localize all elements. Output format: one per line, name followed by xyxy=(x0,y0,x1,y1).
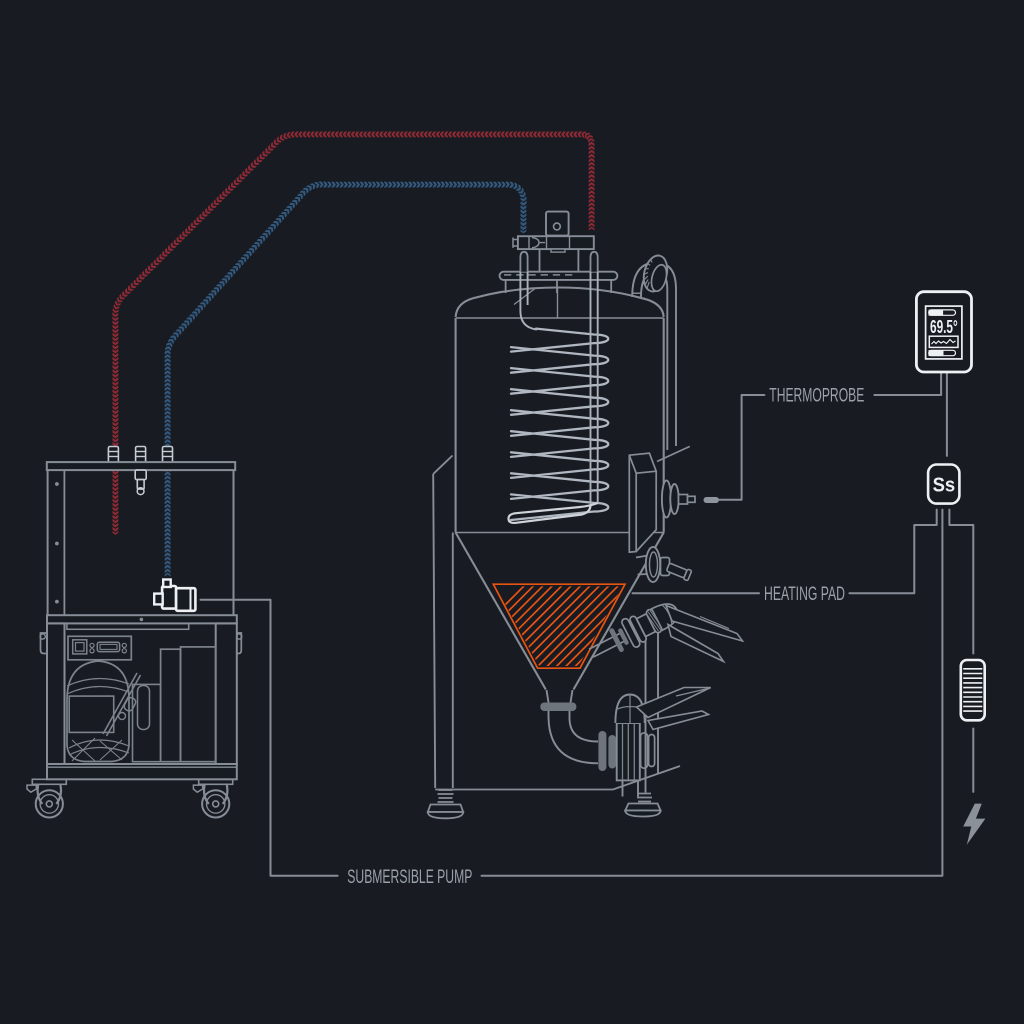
svg-text:69.5°: 69.5° xyxy=(930,317,958,338)
svg-text:SUBMERSIBLE PUMP: SUBMERSIBLE PUMP xyxy=(347,865,472,888)
svg-text:Ss: Ss xyxy=(933,473,956,496)
svg-text:THERMOPROBE: THERMOPROBE xyxy=(769,383,864,406)
svg-text:HEATING PAD: HEATING PAD xyxy=(764,582,845,605)
